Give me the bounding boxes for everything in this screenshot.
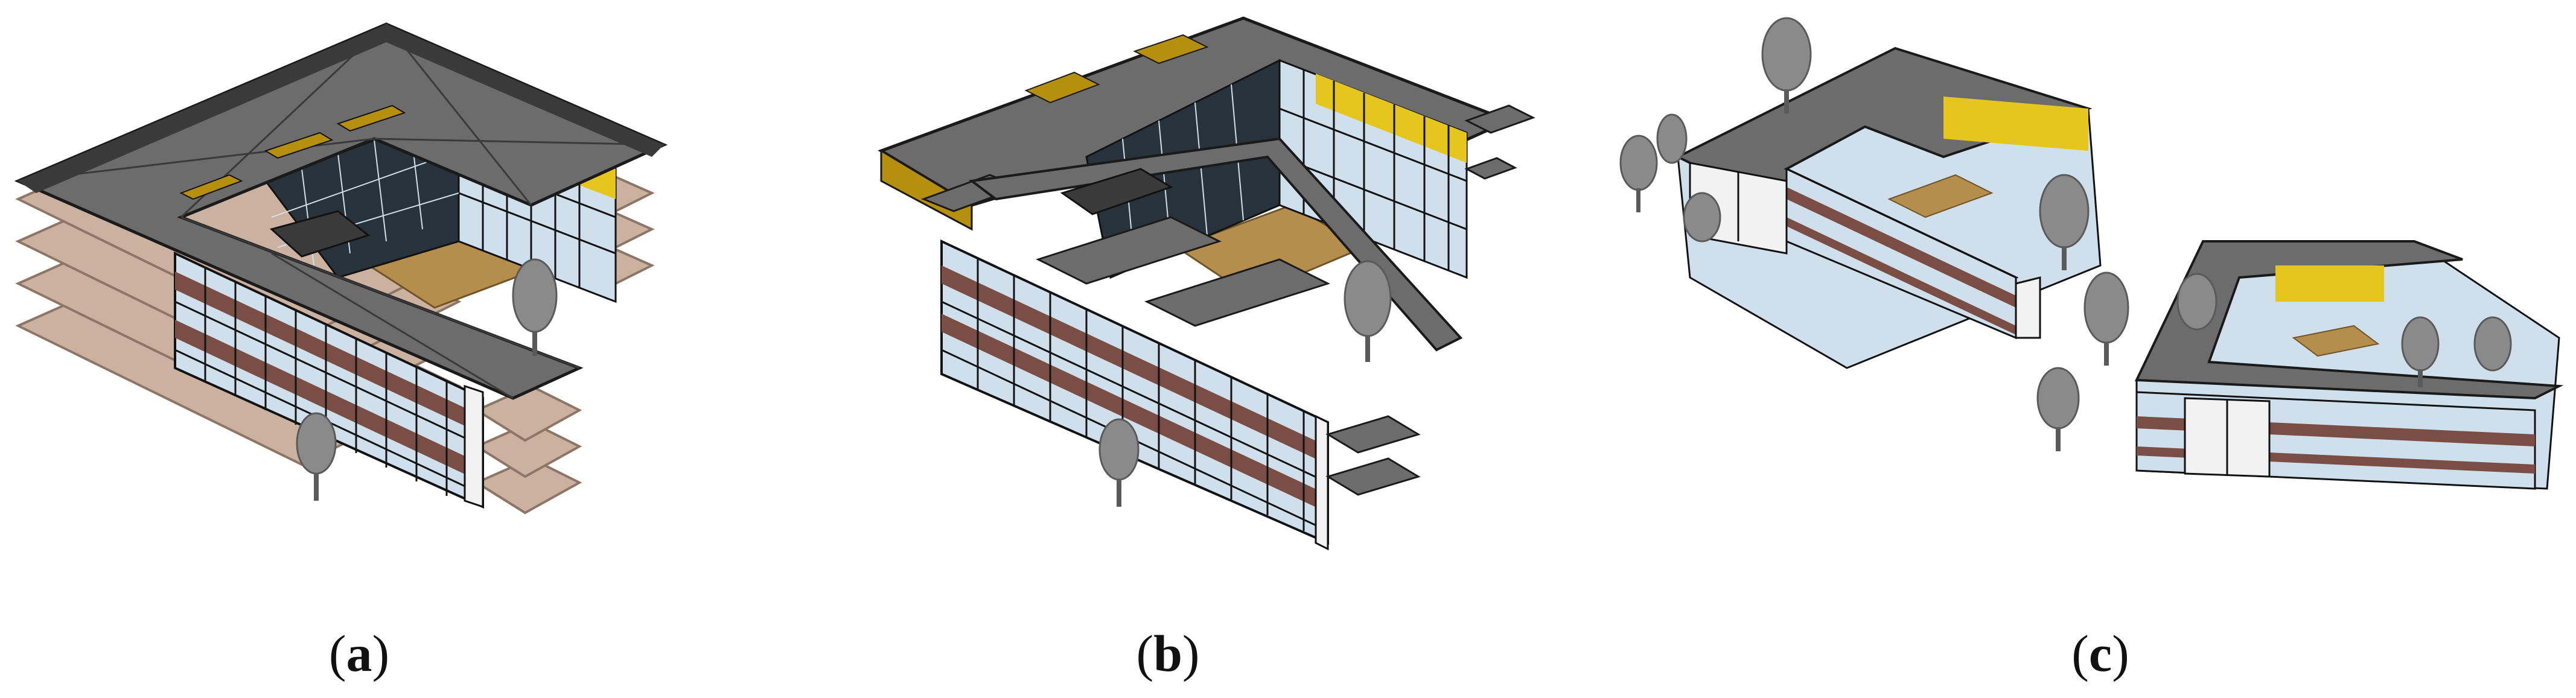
- roof: [14, 22, 668, 400]
- tree-c4: [1683, 192, 1721, 243]
- panel-b-building-model: [878, 16, 1535, 551]
- panel-a: [0, 0, 857, 698]
- tree-b1: [1098, 418, 1140, 507]
- panel-c-building-model: [1619, 17, 2564, 490]
- building-left: [1675, 46, 2102, 369]
- panel-c: [1605, 0, 2576, 698]
- caption-c-letter: c: [2088, 624, 2112, 682]
- caption-a: (a): [328, 624, 390, 682]
- tree-c9: [2401, 316, 2440, 372]
- floating-slabs: [1036, 104, 1535, 496]
- entrance-canopy: [269, 210, 371, 258]
- tree-a2: [512, 258, 558, 356]
- tree-trunks-c: [1636, 89, 2423, 451]
- caption-b-letter: b: [1153, 624, 1182, 682]
- outer-facade: [940, 239, 1329, 551]
- caption-b: (b): [1136, 624, 1200, 682]
- tree-c8: [2036, 367, 2080, 430]
- caption-c: (c): [2071, 624, 2129, 682]
- tree-b2: [1344, 260, 1392, 362]
- building-right: [2134, 240, 2564, 490]
- tree-c2: [1619, 135, 1658, 191]
- tree-c7: [2176, 273, 2217, 331]
- caption-a-letter: a: [346, 624, 372, 682]
- wing-roof: [968, 137, 1463, 352]
- tree-c3: [1656, 113, 1688, 164]
- roof-block: [1060, 168, 1173, 215]
- panel-a-building-model: [14, 22, 668, 515]
- outer-facade: [174, 251, 484, 509]
- tree-c1: [1761, 17, 1812, 92]
- panel-b: [857, 0, 1605, 698]
- tree-c10: [2473, 316, 2512, 372]
- tree-a1: [296, 412, 337, 501]
- tree-c6: [2083, 271, 2129, 344]
- tree-c5: [2039, 174, 2090, 249]
